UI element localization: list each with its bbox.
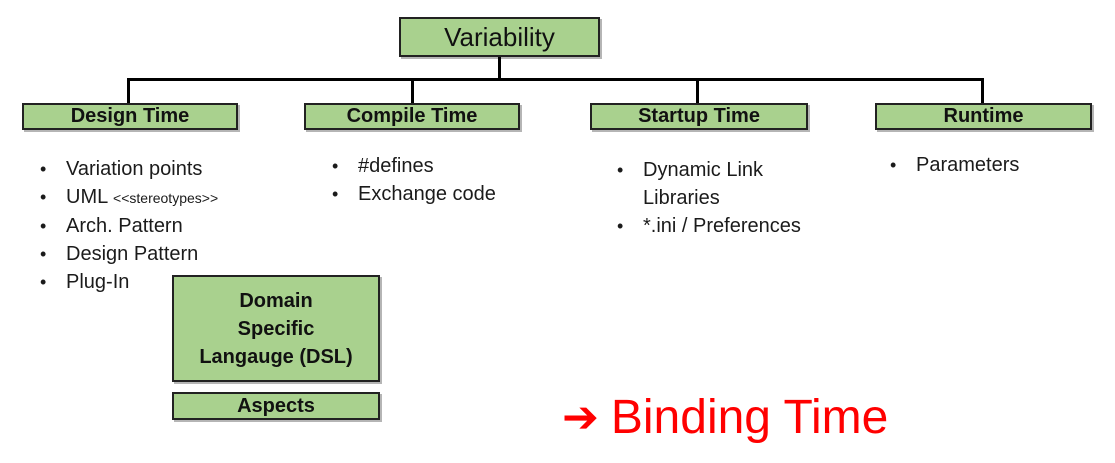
design-time-box: Design Time [22, 103, 238, 130]
connector-drop-design [127, 81, 130, 103]
bullet-dot: • [40, 216, 47, 236]
list-item: • #defines [330, 152, 560, 180]
bullet-dot: • [332, 156, 339, 176]
dsl-line: Langauge (DSL) [199, 345, 353, 368]
binding-time-label: Binding Time [610, 391, 889, 444]
startup-time-list: • Dynamic Link Libraries • *.ini / Prefe… [615, 156, 801, 240]
bullet-dot: • [40, 187, 47, 207]
connector-drop-runtime [981, 81, 984, 103]
list-item-text: #defines [358, 155, 434, 177]
dsl-box: Domain Specific Langauge (DSL) [172, 275, 380, 382]
list-item: • Variation points [38, 155, 298, 183]
connector-drop-compile [411, 81, 414, 103]
design-time-list: • Variation points • UML <<stereotypes>>… [38, 155, 298, 296]
list-item: • *.ini / Preferences [615, 212, 801, 240]
list-item: • Plug-In [38, 268, 298, 296]
list-item-text: Parameters [916, 154, 1020, 176]
bullet-dot: • [617, 160, 624, 180]
list-item-text: Plug-In [66, 271, 130, 293]
variability-box: Variability [399, 17, 600, 57]
compile-time-list: • #defines • Exchange code [330, 152, 560, 208]
connector-drop-startup [696, 81, 699, 103]
list-item: • UML <<stereotypes>> [38, 183, 298, 212]
dsl-line: Specific [237, 317, 315, 340]
compile-time-box: Compile Time [304, 103, 520, 130]
startup-time-label: Startup Time [638, 105, 760, 127]
variability-label: Variability [444, 21, 555, 52]
bullet-dot: • [40, 159, 47, 179]
aspects-box: Aspects [172, 392, 380, 420]
runtime-box: Runtime [875, 103, 1092, 130]
list-item: • Design Pattern [38, 240, 298, 268]
runtime-label: Runtime [943, 105, 1024, 127]
list-item: • Parameters [888, 151, 1088, 179]
connector-horizontal [127, 78, 984, 81]
compile-time-label: Compile Time [346, 105, 478, 127]
binding-time-annotation: ➔ Binding Time [562, 389, 888, 447]
runtime-list: • Parameters [888, 151, 1088, 179]
startup-time-box: Startup Time [590, 103, 808, 130]
list-item: • Exchange code [330, 180, 560, 208]
bullet-dot: • [890, 155, 897, 175]
list-item-text: Arch. Pattern [66, 215, 183, 237]
list-item-small-text: <<stereotypes>> [113, 190, 219, 206]
list-item-text: Design Pattern [66, 243, 199, 265]
bullet-dot: • [40, 272, 47, 292]
list-item: • Dynamic Link Libraries [615, 156, 801, 212]
list-item-text: *.ini / Preferences [643, 215, 801, 237]
dsl-line: Domain [239, 289, 313, 312]
bullet-dot: • [617, 216, 624, 236]
list-item-text: Exchange code [358, 183, 496, 205]
list-item-text: Dynamic Link Libraries [643, 159, 764, 209]
list-item: • Arch. Pattern [38, 212, 298, 240]
bullet-dot: • [332, 184, 339, 204]
design-time-label: Design Time [70, 105, 190, 127]
aspects-label: Aspects [237, 394, 315, 417]
connector-root-stub [498, 57, 501, 80]
list-item-text: Variation points [66, 158, 203, 180]
list-item-text: UML [66, 186, 108, 208]
right-arrow-icon: ➔ [562, 393, 599, 442]
bullet-dot: • [40, 244, 47, 264]
